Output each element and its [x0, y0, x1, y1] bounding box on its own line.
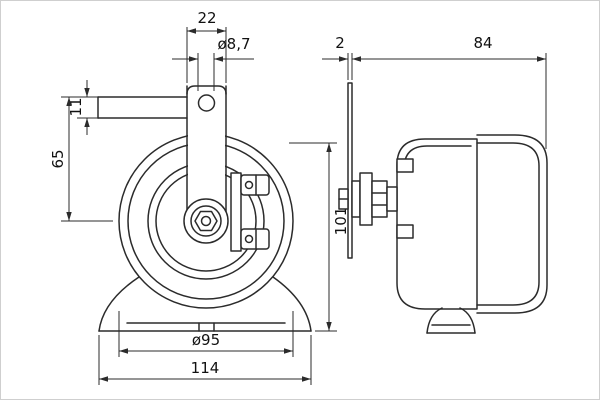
hex-nut	[194, 210, 218, 232]
housing-outline	[396, 138, 478, 310]
terminal-upper-hole	[244, 180, 254, 190]
terminals	[230, 172, 270, 252]
mounting-hole	[197, 94, 216, 112]
stem-top-edge	[186, 85, 227, 95]
front-view: 22 ø8,7 11 65	[49, 9, 350, 385]
dim-body-diameter: ø95	[118, 311, 294, 357]
dim-label-stem-width: 22	[197, 9, 216, 27]
foot-right-flare	[272, 276, 312, 332]
dim-label-bracket-thickness: 11	[67, 97, 85, 116]
dim-label-body-depth: 84	[473, 34, 492, 52]
dim-label-overall-height: 101	[332, 207, 350, 236]
trumpet-front	[476, 134, 548, 314]
dim-label-plate-thickness: 2	[335, 34, 345, 52]
mounting-foot	[98, 276, 312, 332]
dim-hole-diameter: ø8,7	[172, 35, 254, 91]
terminal-lower	[240, 228, 270, 250]
hub-flange	[359, 172, 373, 226]
foot-left-flare	[98, 276, 140, 332]
stem	[186, 85, 227, 214]
dim-label-overall-width: 114	[191, 359, 220, 377]
dim-body-depth: 84	[352, 34, 547, 149]
dim-label-hole-diameter: ø8,7	[217, 35, 250, 53]
stud-center-circle	[200, 215, 212, 227]
side-foot-left-flare	[426, 307, 443, 334]
hub-inner-circle	[190, 205, 222, 237]
hub-nut	[371, 180, 388, 218]
bracket-arm	[97, 96, 188, 119]
dim-plate-thickness: 2	[322, 34, 353, 80]
dim-bracket-to-center: 65	[49, 97, 113, 222]
dim-stem-width: 22	[186, 9, 227, 83]
dim-overall-height: 101	[289, 142, 350, 332]
horn-body-circles	[118, 133, 294, 309]
mounting-plate	[347, 82, 353, 259]
bracket-arm-fill	[99, 98, 187, 117]
side-foot-right-flare	[459, 307, 476, 334]
hub-spacer	[351, 180, 361, 218]
terminal-upper	[240, 174, 270, 196]
dim-overall-width: 114	[98, 335, 312, 385]
dim-bracket-thickness: 11	[61, 80, 98, 135]
hub-stack	[351, 172, 388, 226]
stud-nut-left	[338, 188, 349, 210]
terminal-edge-lower	[396, 224, 414, 239]
dim-label-body-diameter: ø95	[192, 331, 220, 349]
side-view: 2 84	[322, 34, 548, 334]
side-foot	[426, 307, 476, 334]
dim-label-bracket-to-center: 65	[49, 149, 67, 168]
hub-collar	[386, 186, 398, 212]
terminal-lower-hole	[244, 234, 254, 244]
terminal-strip	[230, 172, 242, 252]
trumpet-inner	[476, 142, 540, 306]
housing-inner-contour	[403, 145, 472, 170]
terminal-edge-upper	[396, 158, 414, 173]
trumpet-outer	[476, 134, 548, 314]
center-hub	[183, 198, 229, 244]
